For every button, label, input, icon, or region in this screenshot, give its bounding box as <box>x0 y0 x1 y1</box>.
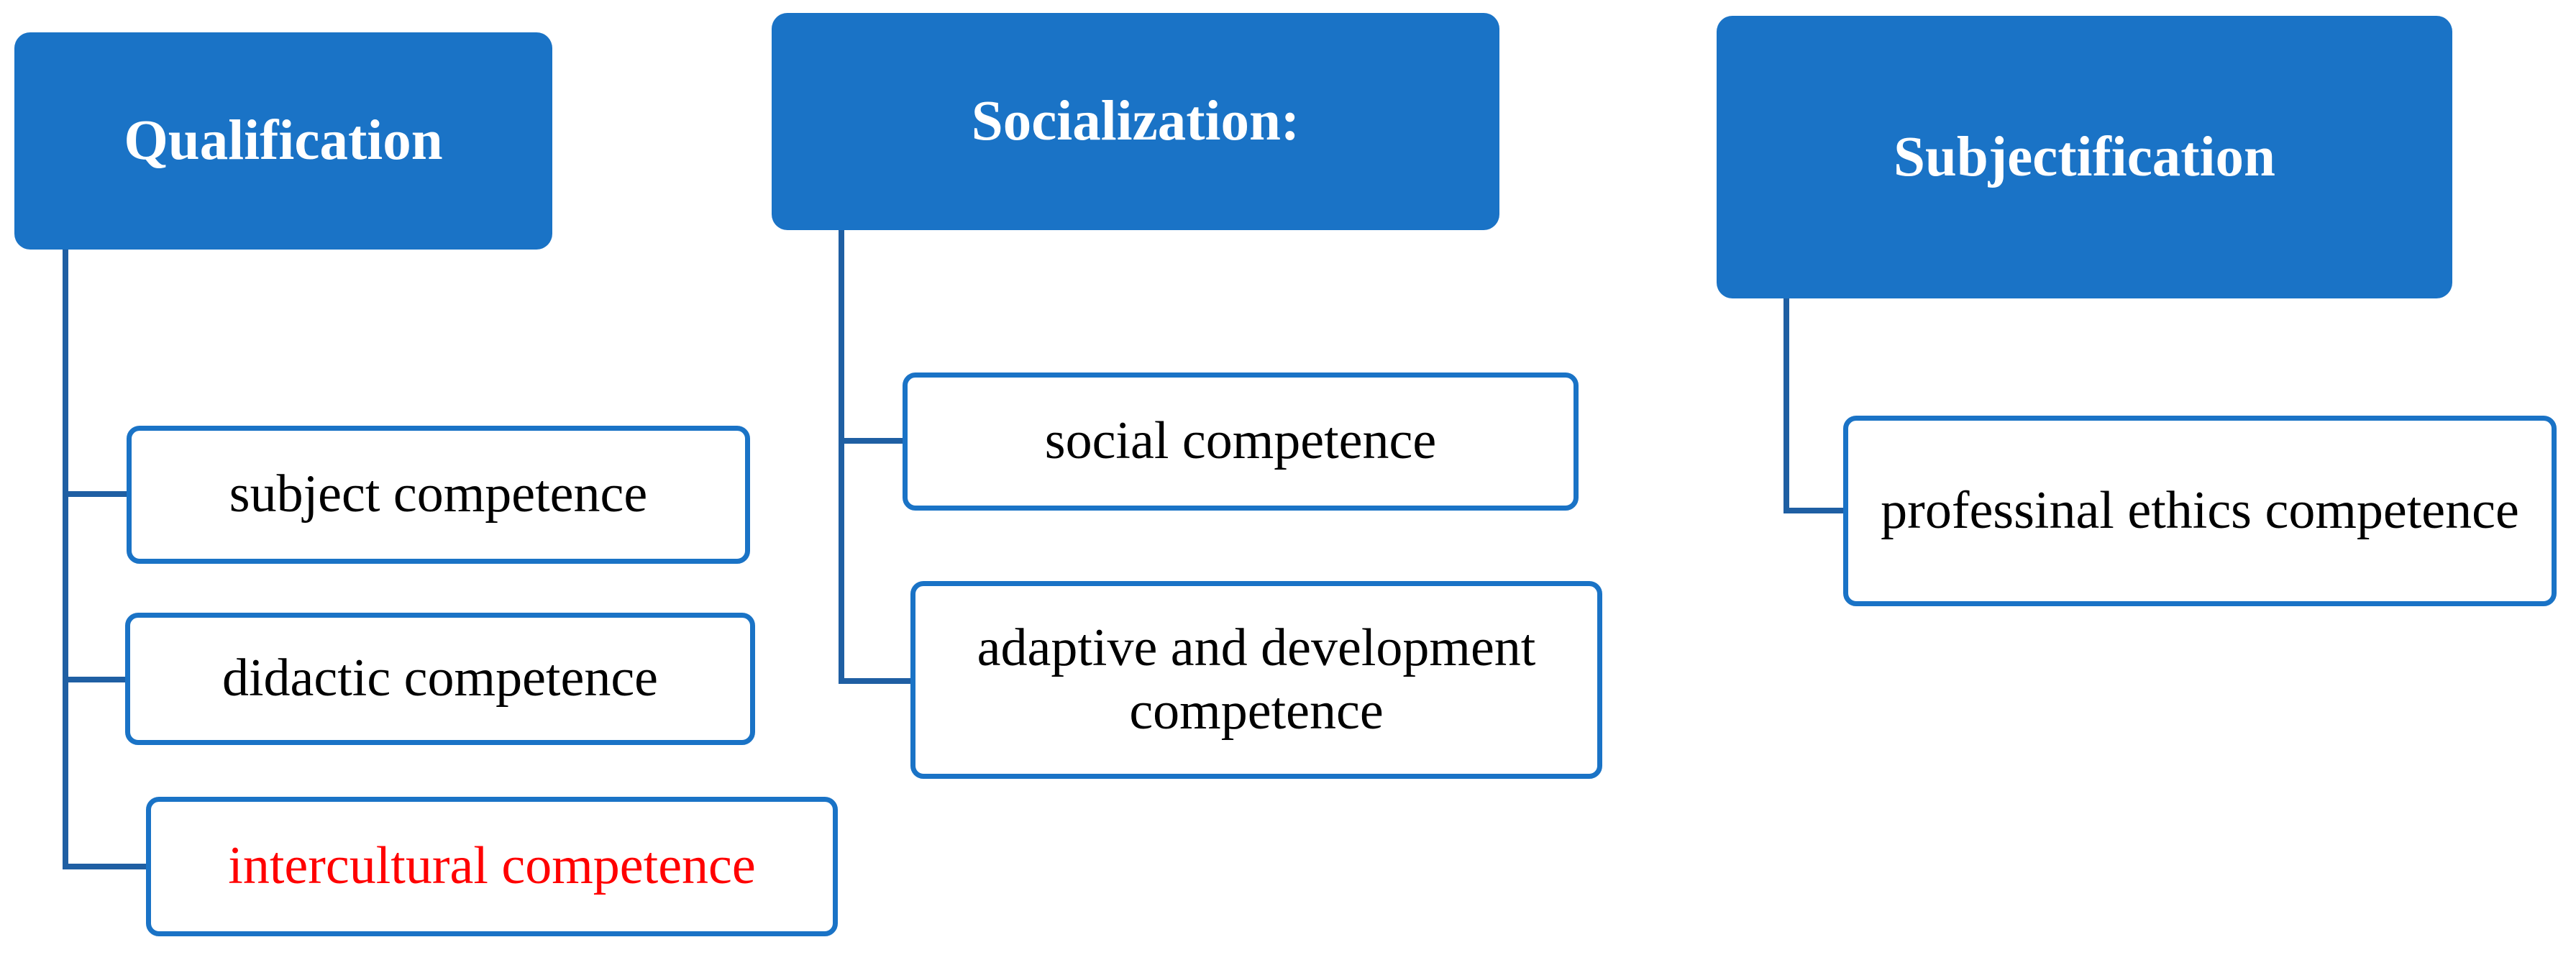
connector-intercultural-branch <box>63 864 149 869</box>
connector-subject-branch <box>63 491 130 497</box>
header-subjectification: Subjectification <box>1717 16 2452 298</box>
box-adaptive-development-competence: adaptive and development competence <box>910 581 1602 779</box>
header-socialization-label: Socialization: <box>971 90 1300 152</box>
header-qualification: Qualification <box>14 32 552 250</box>
box-intercultural-competence: intercultural competence <box>146 797 838 936</box>
adaptive-development-competence-label: adaptive and development competence <box>977 618 1536 741</box>
header-qualification-label: Qualification <box>124 109 443 172</box>
header-subjectification-label: Subjectification <box>1893 125 2275 188</box>
header-socialization: Socialization: <box>772 13 1499 230</box>
connector-adaptive-branch <box>839 678 918 684</box>
connector-qualification-trunk <box>63 250 68 869</box>
professional-ethics-competence-label: professinal ethics competence <box>1881 480 2519 540</box>
subject-competence-label: subject competence <box>229 465 648 524</box>
didactic-competence-label: didactic competence <box>221 649 659 708</box>
box-professional-ethics-competence: professinal ethics competence <box>1843 416 2557 606</box>
connector-social-branch <box>839 438 907 444</box>
connector-didactic-branch <box>63 677 130 682</box>
intercultural-competence-label: intercultural competence <box>228 836 756 896</box>
box-social-competence: social competence <box>903 373 1579 511</box>
connector-subjectification-trunk <box>1783 298 1789 513</box>
box-subject-competence: subject competence <box>127 426 750 564</box>
social-competence-label: social competence <box>1044 411 1437 471</box>
box-didactic-competence: didactic competence <box>125 613 755 745</box>
connector-ethics-branch <box>1783 508 1848 513</box>
connector-socialization-trunk <box>839 230 844 684</box>
